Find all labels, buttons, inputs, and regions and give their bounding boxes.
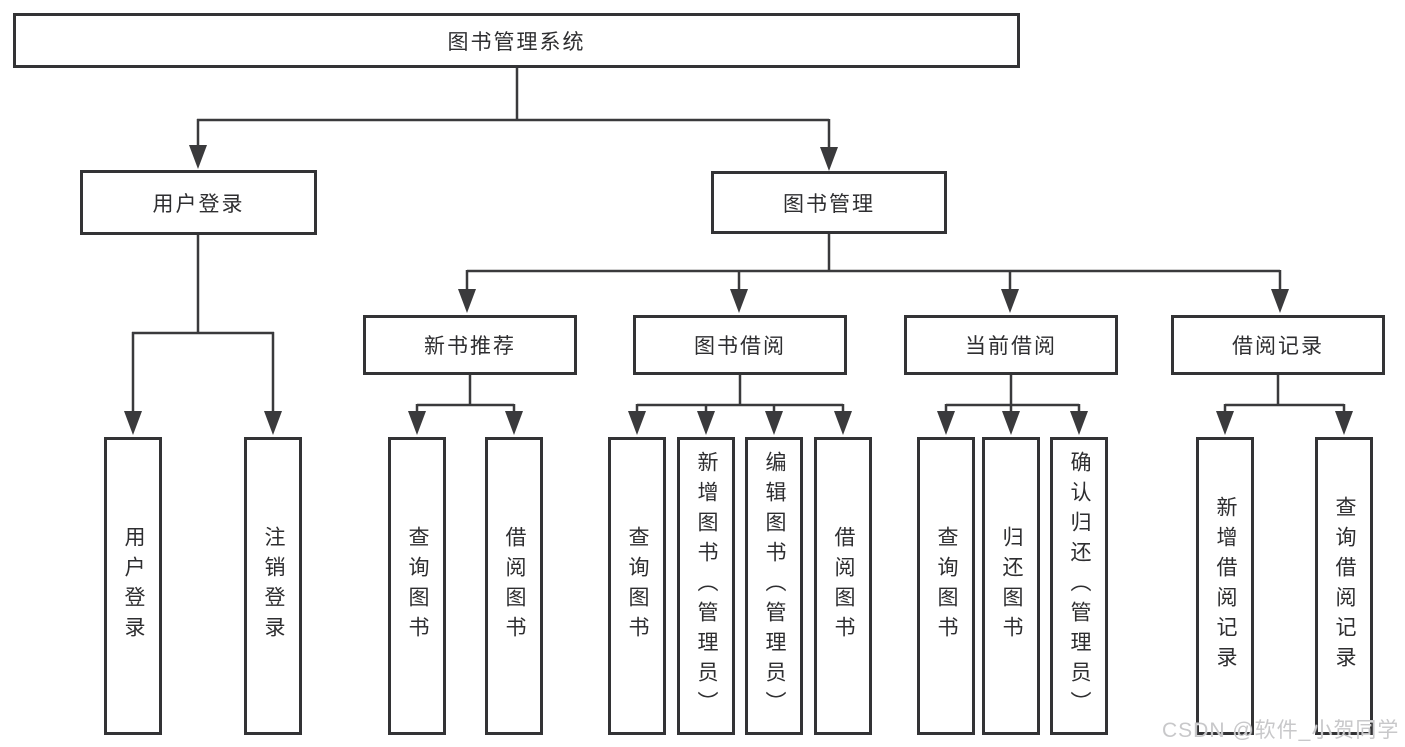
node-current-borrowing: 当前借阅 [904,315,1118,375]
leaf-add-book-admin: 新增图书（管理员） [677,437,735,735]
csdn-watermark: CSDN @软件_小贺同学 [1162,719,1400,742]
node-book-management: 图书管理 [711,171,947,234]
leaf-borrow-books-borrowing: 借阅图书 [814,437,872,735]
leaf-edit-book-admin: 编辑图书（管理员） [745,437,803,735]
node-book-borrowing: 图书借阅 [633,315,847,375]
leaf-query-borrow-record: 查询借阅记录 [1315,437,1373,735]
leaf-logout: 注销登录 [244,437,302,735]
leaf-borrow-books-recommend: 借阅图书 [485,437,543,735]
node-library-management-system: 图书管理系统 [13,13,1020,68]
node-user-login: 用户登录 [80,170,317,235]
leaf-return-books: 归还图书 [982,437,1040,735]
leaf-query-books-current: 查询图书 [917,437,975,735]
node-new-book-recommendation: 新书推荐 [363,315,577,375]
leaf-add-borrow-record: 新增借阅记录 [1196,437,1254,735]
leaf-query-books-borrowing: 查询图书 [608,437,666,735]
leaf-confirm-return-admin: 确认归还（管理员） [1050,437,1108,735]
leaf-query-books-recommend: 查询图书 [388,437,446,735]
leaf-user-login: 用户登录 [104,437,162,735]
node-borrowing-records: 借阅记录 [1171,315,1385,375]
